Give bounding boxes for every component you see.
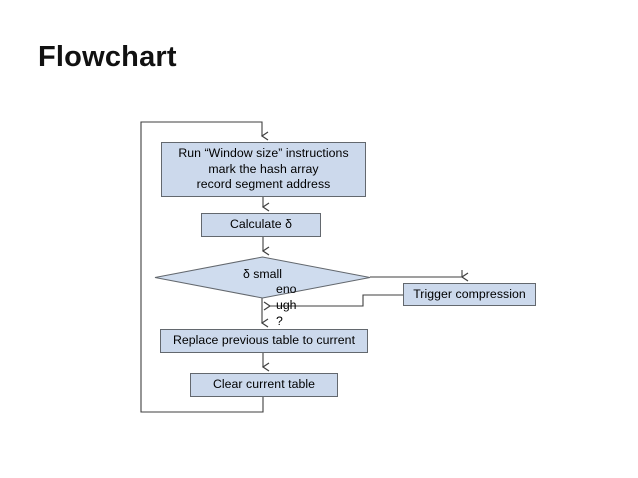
node-trigger-compression[interactable]: Trigger compression <box>403 283 536 306</box>
decision-diamond-shape <box>154 256 371 299</box>
node-calculate-delta[interactable]: Calculate δ <box>201 213 321 237</box>
node-clear-current-table[interactable]: Clear current table <box>190 373 338 397</box>
node-replace-previous-table[interactable]: Replace previous table to current <box>160 329 368 353</box>
connector-trigger-return <box>263 294 403 311</box>
edge-label-enough: eno ugh ? <box>276 282 297 328</box>
connector-loop-back <box>140 121 269 413</box>
connector-decision-to-trigger <box>370 270 469 282</box>
node-delta-small-decision[interactable]: δ small <box>155 257 370 298</box>
node-run-window-size[interactable]: Run “Window size” instructions mark the … <box>161 142 366 197</box>
page-title: Flowchart <box>38 41 177 73</box>
node-delta-small-label: δ small <box>243 267 282 281</box>
